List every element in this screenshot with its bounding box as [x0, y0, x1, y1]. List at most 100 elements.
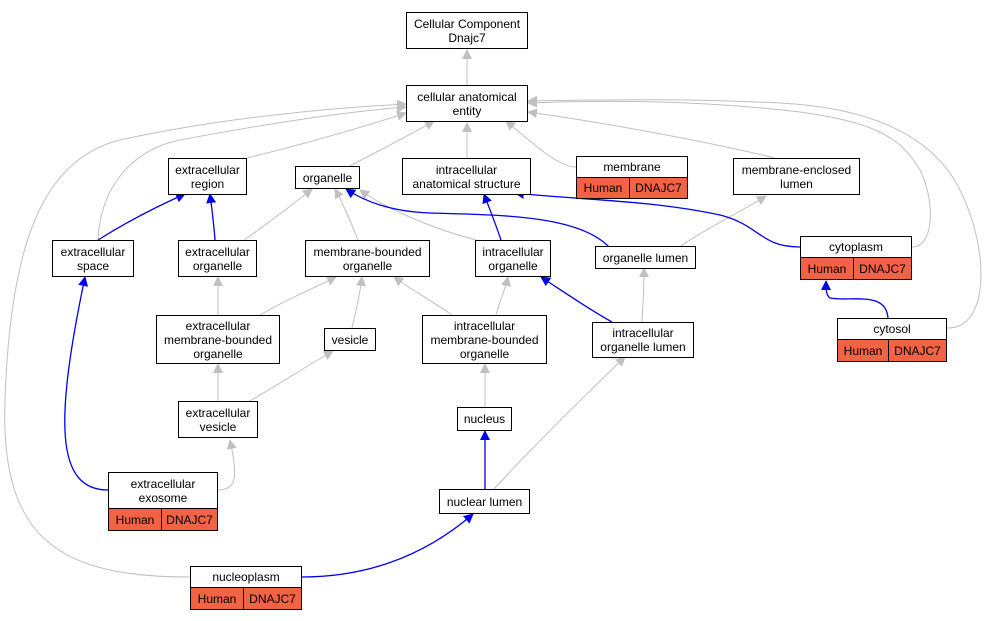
node-label: cytoplasm [828, 240, 884, 254]
edge-nucleoplasm-cae [4, 99, 407, 578]
edge-io-ias [482, 193, 502, 241]
node-intracellular-anatomical-structure[interactable]: intracellular anatomical structure [402, 158, 531, 195]
edge-imbo-io [495, 276, 511, 316]
node-vesicle[interactable]: vesicle [324, 328, 376, 351]
edge-es-cae [97, 102, 407, 241]
edge-exosome-es [64, 276, 109, 491]
node-label: cytosol [873, 322, 911, 336]
node-label: membrane [603, 160, 661, 174]
edge-extracellular-region-cae [246, 111, 407, 159]
node-extracellular-organelle[interactable]: extracellular organelle [178, 240, 257, 277]
species-label: Human [577, 178, 630, 198]
species-label: Human [801, 258, 854, 279]
edge-mel-cae [527, 108, 776, 159]
edge-vesicle-mbo [351, 276, 366, 329]
node-extracellular-vesicle[interactable]: extracellular vesicle [178, 401, 258, 438]
edge-cytoplasm-ias [514, 188, 801, 248]
node-organelle[interactable]: organelle [295, 166, 360, 189]
node-label: intracellular [435, 162, 498, 177]
node-organelle-lumen[interactable]: organelle lumen [595, 246, 696, 269]
annotation-membrane: Human DNAJC7 [576, 178, 688, 199]
gene-label: DNAJC7 [166, 512, 213, 527]
node-label: intracellular [482, 244, 544, 259]
node-membrane-enclosed-lumen[interactable]: membrane-enclosed lumen [733, 158, 860, 195]
gene-label: DNAJC7 [859, 261, 906, 276]
node-label: extracellular [185, 405, 251, 420]
edge-mbo-organelle [334, 188, 359, 241]
edge-eo-extracellular-region [206, 193, 217, 241]
node-extracellular-exosome[interactable]: extracellular exosome [108, 472, 218, 509]
node-label: intracellular [612, 326, 674, 340]
gene-label: DNAJC7 [249, 591, 296, 606]
node-label: extracellular [185, 244, 250, 259]
node-membrane[interactable]: membrane [576, 156, 688, 178]
node-nucleus[interactable]: nucleus [457, 407, 512, 431]
node-label: cellular anatomical [417, 89, 517, 104]
edge-exosome-ev [217, 439, 237, 491]
edge-eo-organelle [243, 188, 313, 241]
node-intracellular-membrane-bounded-organelle[interactable]: intracellular membrane-bounded organelle [422, 315, 547, 364]
edge-es-extracellular-region [97, 193, 186, 241]
edge-organelle-cae [349, 120, 435, 167]
annotation-nucleoplasm: Human DNAJC7 [190, 588, 302, 610]
node-label: anatomical structure [412, 176, 521, 191]
node-label: exosome [138, 490, 188, 505]
node-nuclear-lumen[interactable]: nuclear lumen [439, 489, 530, 514]
gene-label: DNAJC7 [635, 181, 682, 195]
node-label: nucleoplasm [212, 570, 280, 584]
node-label: lumen [780, 176, 813, 191]
node-cytoplasm[interactable]: cytoplasm [800, 236, 912, 258]
species-label: Human [109, 509, 162, 530]
edge-ev-vesicle [245, 350, 334, 404]
node-root[interactable]: Cellular Component Dnajc7 [406, 12, 528, 49]
node-label: organelle lumen [602, 250, 689, 265]
node-label: entity [452, 103, 482, 118]
node-label: nuclear lumen [446, 494, 523, 509]
edge-nucleoplasm-nuclear-lumen [301, 513, 474, 578]
node-label: nucleus [463, 412, 506, 426]
edge-nuclear-lumen-iol [492, 356, 626, 491]
node-extracellular-space[interactable]: extracellular space [52, 240, 134, 277]
gene-label: DNAJC7 [894, 343, 941, 358]
edge-io-organelle [359, 189, 477, 241]
node-nucleoplasm[interactable]: nucleoplasm [190, 566, 302, 588]
node-label: extracellular [60, 244, 126, 259]
edge-embo-mbo [259, 276, 337, 316]
species-label: Human [191, 588, 244, 609]
node-label: space [76, 258, 110, 273]
node-extracellular-membrane-bounded-organelle[interactable]: extracellular membrane-bounded organelle [156, 315, 280, 364]
node-label: extracellular [175, 162, 240, 177]
node-intracellular-organelle[interactable]: intracellular organelle [475, 240, 551, 277]
node-intracellular-organelle-lumen[interactable]: intracellular organelle lumen [592, 322, 694, 358]
node-cytosol[interactable]: cytosol [837, 318, 947, 340]
node-label: intracellular [453, 318, 516, 333]
node-label: organelle [459, 346, 510, 361]
node-label: membrane-enclosed [741, 162, 852, 177]
node-cellular-anatomical-entity[interactable]: cellular anatomical entity [406, 85, 528, 122]
node-label: vesicle [331, 332, 369, 347]
edge-membrane-cae [505, 120, 577, 168]
node-label: organelle [302, 170, 353, 185]
node-label: Cellular Component [413, 16, 521, 31]
node-label: organelle [342, 258, 393, 273]
node-label: Dnajc7 [448, 30, 486, 45]
node-label: membrane-bounded [313, 244, 422, 259]
edge-iol-io [540, 276, 613, 323]
annotation-cytosol: Human DNAJC7 [837, 340, 947, 362]
edge-imbo-mbo [393, 276, 453, 316]
node-label: membrane-bounded [163, 332, 273, 347]
node-label: extracellular [130, 476, 196, 491]
edge-ol-mel [677, 195, 767, 249]
annotation-cytoplasm: Human DNAJC7 [800, 258, 912, 280]
node-label: extracellular [185, 318, 251, 333]
species-label: Human [838, 340, 889, 361]
node-membrane-bounded-organelle[interactable]: membrane-bounded organelle [305, 240, 430, 277]
node-label: region [190, 176, 225, 191]
node-extracellular-region[interactable]: extracellular region [168, 158, 247, 195]
annotation-extracellular-exosome: Human DNAJC7 [108, 509, 218, 531]
edge-ol-organelle [345, 188, 611, 249]
node-label: organelle lumen [600, 340, 686, 354]
node-label: organelle [193, 346, 243, 361]
node-label: membrane-bounded [430, 332, 539, 347]
